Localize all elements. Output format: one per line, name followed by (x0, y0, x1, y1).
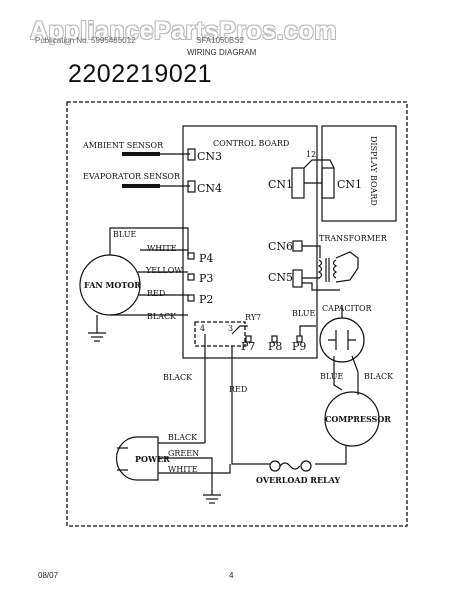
cn6-connector (292, 240, 303, 252)
power-wire-green: GREEN (168, 449, 199, 458)
model-number: 2202219021 (68, 60, 213, 88)
transformer-symbol (302, 245, 359, 291)
fan-ground-symbol (88, 315, 106, 342)
capacitor-label: CAPACITOR (322, 304, 373, 313)
overload-relay-label: OVERLOAD RELAY (256, 475, 340, 485)
capacitor-circle (319, 317, 365, 363)
overload-relay-symbol (269, 460, 312, 472)
ambient-sensor-label: AMBIENT SENSOR (82, 141, 164, 150)
evaporator-sensor-label: EVAPORATOR SENSOR (83, 172, 181, 181)
page-subtitle: WIRING DIAGRAM (187, 48, 257, 57)
cn1-left-connector (291, 167, 305, 199)
cn5-connector (292, 269, 303, 288)
ambient-sensor-probe (122, 148, 196, 161)
cn4-label: CN4 (197, 182, 222, 195)
comp-wire-black: BLACK (364, 372, 394, 381)
relay-label: RY7 (245, 313, 261, 322)
power-wire-black: BLACK (168, 433, 198, 442)
power-wire-white: WHITE (168, 465, 198, 474)
display-board-box (321, 125, 397, 222)
fan-wire-blue: BLUE (113, 230, 136, 239)
cn1-right-connector (321, 167, 335, 199)
relay-box (194, 321, 246, 347)
p7-label: P7 (241, 340, 255, 353)
compressor-label: COMPRESSOR (325, 414, 391, 424)
fan-wire-red: RED (147, 289, 165, 298)
cn3-label: CN3 (197, 150, 222, 163)
control-board-label: CONTROL BOARD (213, 139, 289, 148)
p9-wire-blue: BLUE (292, 309, 315, 318)
p8-label: P8 (268, 340, 282, 353)
fan-wire-black: BLACK (147, 312, 177, 321)
wire-red-mid: RED (229, 385, 247, 394)
diagram-frame (66, 101, 408, 527)
transformer-label: TRANSFORMER (319, 234, 388, 243)
comp-wire-blue: BLUE (320, 372, 343, 381)
display-board-label: DISPLAY BOARD (369, 136, 378, 206)
cn5-label: CN5 (268, 271, 293, 284)
p9-label: P9 (292, 340, 306, 353)
power-ground-symbol (203, 494, 221, 504)
cn6-label: CN6 (268, 240, 293, 253)
power-plug (115, 436, 159, 481)
fan-wire-yellow: YELLOW (145, 266, 183, 275)
model-caption: SFA1050BS2 (196, 36, 245, 45)
footer-date: 08/07 (38, 571, 59, 580)
watermark: AppliancePartsPros.com (30, 17, 337, 45)
p3-label: P3 (199, 272, 213, 285)
p2-label: P2 (199, 293, 213, 306)
compressor-circle (324, 391, 380, 447)
evaporator-sensor-probe (122, 180, 196, 193)
fan-motor-label: FAN MOTOR (84, 280, 141, 290)
power-label: POWER (135, 454, 170, 464)
cn1-left-label: CN1 (268, 178, 293, 191)
control-board-box (182, 125, 318, 359)
wire-black-left: BLACK (163, 373, 193, 382)
cn1-right-label: CN1 (337, 178, 362, 191)
pin-count-label: 12 (306, 150, 316, 159)
publication-caption: Publication No. 5995485012 (35, 36, 136, 45)
footer-page-number: 4 (229, 571, 234, 580)
fan-wire-white: WHITE (147, 244, 177, 253)
p4-label: P4 (199, 252, 213, 265)
relay-pin-3: 3 (228, 324, 233, 333)
relay-pin-4: 4 (200, 324, 205, 333)
